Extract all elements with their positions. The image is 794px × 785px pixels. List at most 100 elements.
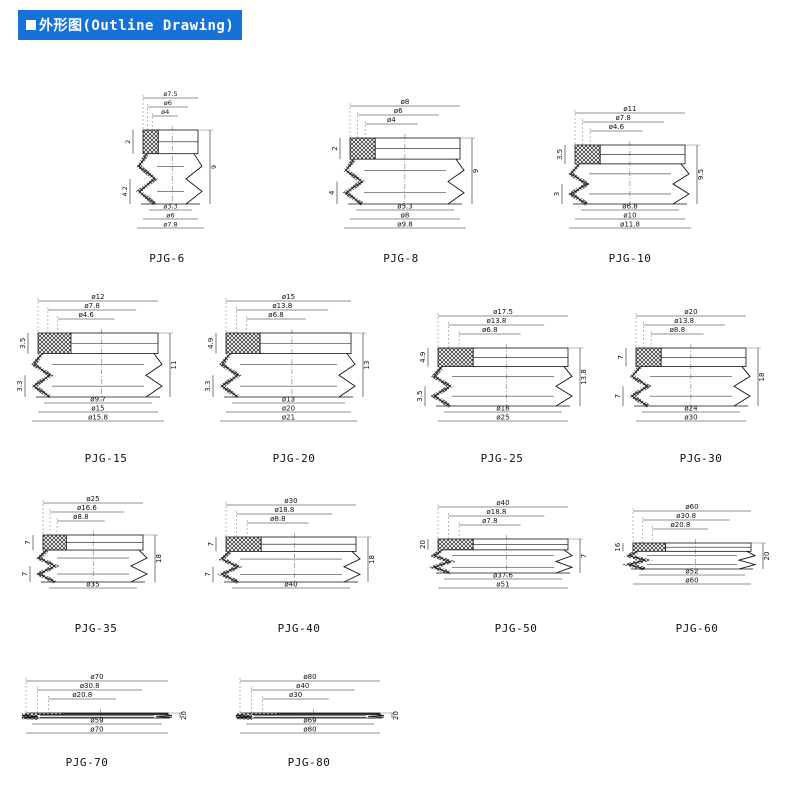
square-bullet-icon (26, 20, 36, 30)
bottom-diameter-label: ø15.8 (88, 414, 108, 422)
rubber-wall-hatch (632, 542, 666, 552)
bellows-left-outline (220, 551, 240, 583)
height-label: 3.5 (416, 391, 424, 402)
bellows-right-outline (447, 158, 465, 205)
bellows-left-outline (432, 549, 452, 574)
bellows-right-outline (672, 163, 690, 205)
top-diameter-label: ø25 (86, 495, 99, 503)
bottom-diameter-label: ø8 (401, 212, 410, 220)
top-diameter-label: ø13.8 (486, 317, 506, 325)
bottom-diameter-label: ø15 (91, 405, 104, 413)
rubber-wall-hatch (142, 129, 159, 155)
bellows-right-outline (737, 550, 757, 570)
rubber-wall-hatch (437, 538, 474, 551)
bellows-right-outline (555, 366, 573, 407)
rubber-wall-hatch (349, 137, 376, 160)
bottom-diameter-label: ø30 (684, 414, 697, 422)
bellows-left-hatch (567, 162, 591, 206)
section-header: 外形图(Outline Drawing) (18, 10, 243, 40)
rubber-wall-hatch (225, 332, 261, 354)
bottom-diameter-label: ø10 (623, 212, 636, 220)
model-label: PJG-20 (273, 452, 316, 465)
top-diameter-label: ø8 (401, 98, 410, 106)
bottom-diameter-label: ø35 (86, 581, 99, 589)
bottom-diameter-label: ø70 (90, 726, 103, 734)
bellows-right-outline (145, 353, 163, 398)
top-diameter-label: ø6 (164, 99, 172, 107)
model-label: PJG-50 (495, 622, 538, 635)
bottom-diameter-label: ø40 (284, 581, 297, 589)
bottom-diameter-label: ø59 (90, 717, 103, 725)
model-label: PJG-10 (609, 252, 652, 265)
top-diameter-label: ø70 (90, 673, 103, 681)
bellows-left-outline (345, 158, 363, 205)
bellows-left-outline (21, 714, 39, 719)
rubber-wall-hatch (42, 534, 67, 551)
bellows-left-hatch (428, 548, 456, 575)
height-label: 18 (368, 555, 376, 564)
bottom-diameter-label: ø3.3 (163, 203, 177, 211)
bellows-left-hatch (34, 548, 60, 584)
top-diameter-label: ø40 (296, 682, 309, 690)
bottom-diameter-label: ø69 (303, 717, 316, 725)
model-label: PJG-70 (66, 756, 109, 769)
rubber-wall-hatch (225, 536, 262, 552)
bottom-diameter-label: ø80 (303, 726, 316, 734)
top-diameter-label: ø6 (394, 107, 403, 115)
top-diameter-label: ø18.8 (274, 506, 294, 514)
section-title: 外形图(Outline Drawing) (39, 18, 235, 34)
bottom-diameter-label: ø7.8 (163, 221, 177, 229)
height-label: 9.5 (697, 169, 705, 180)
model-label: PJG-30 (680, 452, 723, 465)
bellows-left-outline (235, 714, 253, 719)
height-label: 7 (24, 540, 32, 544)
bottom-diameter-label: ø18 (496, 405, 509, 413)
bottom-diameter-label: ø52 (685, 568, 698, 576)
top-diameter-label: ø30.8 (80, 682, 100, 690)
top-diameter-label: ø7.8 (482, 517, 497, 525)
top-diameter-label: ø30 (284, 497, 297, 505)
top-diameter-label: ø60 (685, 503, 698, 511)
bellows-right-outline (338, 353, 356, 398)
bottom-diameter-label: ø13 (282, 396, 295, 404)
model-label: PJG-80 (288, 756, 331, 769)
top-diameter-label: ø4.6 (609, 123, 625, 131)
height-label: 7 (204, 572, 212, 576)
bellows-right-outline (733, 366, 751, 407)
bellows-right-outline (554, 549, 574, 574)
top-diameter-label: ø18.8 (486, 508, 506, 516)
height-label: 4.2 (121, 186, 129, 196)
bottom-diameter-label: ø6 (166, 212, 174, 220)
top-diameter-label: ø4 (161, 108, 169, 116)
height-label: 7 (617, 355, 625, 359)
bellows-left-hatch (430, 365, 454, 408)
height-label: 4.9 (207, 338, 215, 349)
height-label: 2 (331, 146, 339, 150)
height-label: 20 (419, 540, 427, 549)
rubber-wall-hatch (37, 332, 72, 354)
bellows-left-outline (138, 153, 156, 205)
rubber-wall-hatch (437, 347, 474, 367)
bellows-right-outline (129, 549, 149, 583)
height-label: 20 (392, 711, 400, 720)
top-diameter-label: ø7.5 (163, 90, 177, 98)
bellows-left-hatch (30, 352, 54, 399)
top-diameter-label: ø4.6 (78, 311, 94, 319)
model-label: PJG-15 (85, 452, 128, 465)
height-label: 7 (21, 572, 29, 576)
height-label: 3.3 (204, 381, 212, 392)
bellows-left-hatch (135, 152, 159, 206)
bottom-diameter-label: ø51 (496, 581, 509, 589)
height-label: 11 (170, 361, 178, 370)
